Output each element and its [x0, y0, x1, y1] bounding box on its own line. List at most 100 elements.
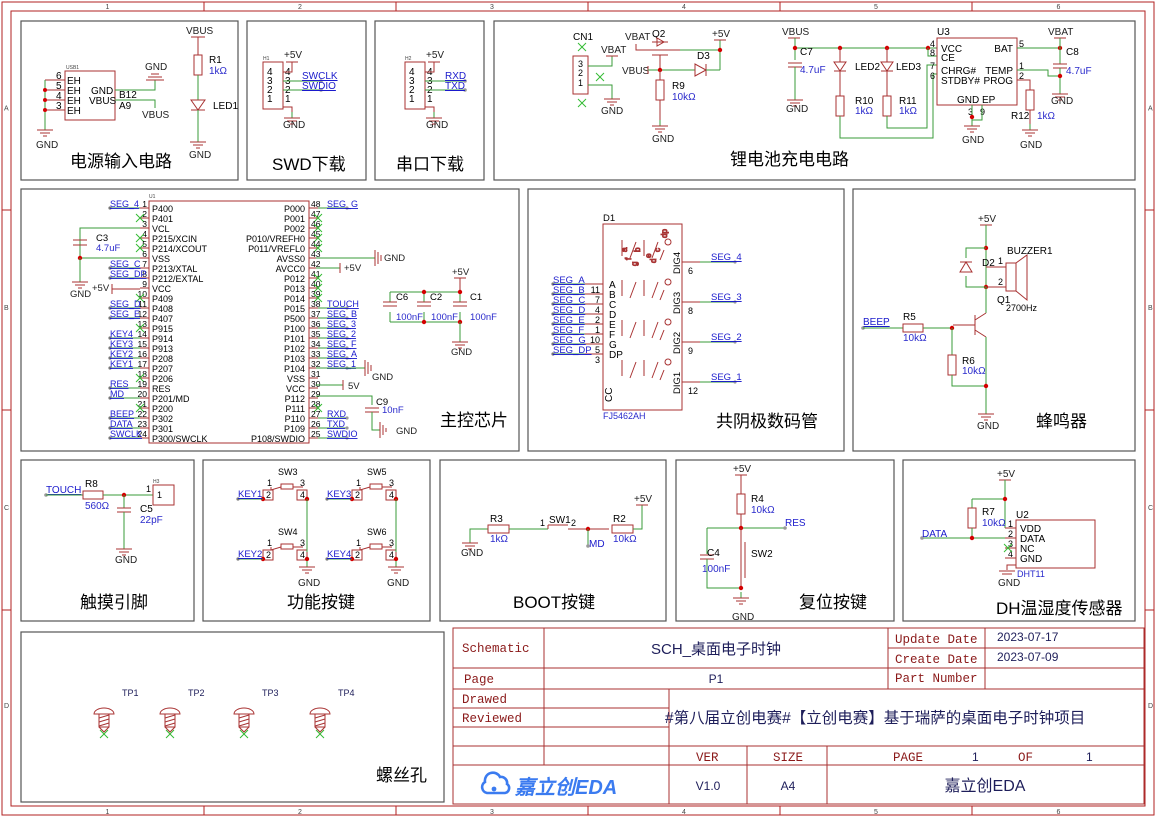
net-label: SEG_2: [327, 329, 356, 339]
net-label: RES: [110, 379, 129, 389]
u3-pin-num: 6: [930, 71, 935, 81]
svg-text:+5V: +5V: [426, 50, 444, 61]
mcu-pin-name: P500: [284, 314, 305, 324]
mcu-pin-name: P409: [152, 294, 173, 304]
svg-text:DHT11: DHT11: [1017, 569, 1045, 579]
mcu-pin-name: P200: [152, 404, 173, 414]
frame-col-label: 2: [298, 4, 302, 11]
section-title: 锂电池充电电路: [730, 150, 849, 169]
u3-pin-num: 3: [968, 107, 973, 117]
u3-pin-num: 7: [930, 61, 935, 71]
mcu-pin-num: 45: [311, 229, 321, 239]
frame-col-label: 5: [874, 809, 878, 816]
dht-pin-num: 1: [1008, 519, 1013, 529]
frame-col-label: 4: [682, 4, 686, 11]
display-pin-num: 9: [688, 346, 693, 356]
svg-text:R8: R8: [85, 479, 98, 490]
section-display: [527, 188, 845, 452]
svg-text:FJ5462AH: FJ5462AH: [603, 411, 646, 421]
section-title: BOOT按键: [513, 593, 595, 612]
svg-text:GND: GND: [962, 135, 984, 146]
u3-pin-name: CHRG#: [941, 66, 976, 77]
net-label: TXD: [327, 419, 346, 429]
switch-pin: 2: [266, 490, 271, 500]
section-boot: [439, 459, 667, 622]
section-screws: [20, 631, 445, 803]
net-label: SEG_E: [553, 315, 585, 326]
mcu-pin-name: P401: [152, 214, 173, 224]
frame-row-label: D: [4, 703, 9, 710]
jlc-eda-logo: 嘉立创EDA: [480, 771, 617, 799]
mcu-pin-name: P015: [284, 304, 305, 314]
mcu-pin-name: P002: [284, 224, 305, 234]
net-label: SEG_D: [553, 305, 585, 316]
svg-text:U3: U3: [937, 27, 950, 38]
swd-header-circuit: H1 44332211 +5V SWCLK SWDIO GND SWD下载: [262, 50, 346, 174]
gnd-label: GND: [145, 62, 167, 73]
switch-pin: 1: [356, 478, 361, 488]
mcu-pin-num: 3: [142, 219, 147, 229]
svg-text:10nF: 10nF: [382, 405, 404, 416]
page-value: P1: [709, 672, 724, 686]
u3-pin-num: 4: [930, 39, 935, 49]
mcu-pin-num: 10: [138, 289, 148, 299]
mcu-pin-num: 11: [138, 299, 147, 309]
section-title: 主控芯片: [440, 411, 508, 430]
mcu-pin-name: P012: [284, 274, 305, 284]
svg-text:VBUS: VBUS: [782, 27, 810, 38]
svg-text:1kΩ: 1kΩ: [1037, 111, 1056, 122]
mcu-pin-name: VCL: [152, 224, 170, 234]
svg-text:VBAT: VBAT: [1048, 27, 1073, 38]
svg-text:R3: R3: [490, 514, 503, 525]
of-value: 1: [1086, 750, 1093, 764]
net-label: SEG_B: [553, 285, 585, 296]
project-description: #第八届立创电赛#【立创电赛】基于瑞萨的桌面电子时钟项目: [665, 708, 1085, 727]
svg-text:1kΩ: 1kΩ: [899, 106, 918, 117]
svg-text:1: 1: [157, 490, 162, 500]
mcu-pin-num: 42: [311, 259, 321, 269]
frame-row-label: C: [1148, 505, 1153, 512]
seven-segment-display: [602, 223, 683, 411]
net-label: SEG_G: [327, 199, 358, 209]
svg-text:GND: GND: [298, 578, 320, 589]
gnd-label: GND: [36, 140, 58, 151]
usb-pin-num: B12: [119, 90, 137, 101]
frame-row-label: B: [1148, 305, 1153, 312]
size-value: A4: [781, 779, 796, 793]
mcu-pin-name: P111: [285, 404, 305, 414]
svg-text:+5V: +5V: [92, 283, 110, 294]
svg-text:GND: GND: [1051, 96, 1073, 107]
mcu-pin-name: P112: [285, 394, 305, 404]
svg-text:D3: D3: [697, 51, 710, 62]
segment-letter: g: [630, 262, 639, 266]
net-label: SEG_4: [711, 252, 742, 263]
svg-text:4.7uF: 4.7uF: [1066, 66, 1092, 77]
svg-text:+5V: +5V: [997, 469, 1015, 480]
svg-text:H2: H2: [405, 56, 412, 62]
mcu-pin-name: VSS: [287, 374, 305, 384]
screw-hole-icon: [233, 707, 255, 739]
ver-label: VER: [696, 751, 719, 765]
section-charger: [493, 20, 1136, 181]
section-swd: [246, 20, 367, 181]
segment-letter: dp: [660, 229, 669, 238]
mcu-pin-name: P913: [152, 344, 173, 354]
dht-pin-name: VDD: [1020, 524, 1041, 535]
svg-text:GND: GND: [115, 555, 137, 566]
mcu-pin-num: 39: [311, 289, 321, 299]
svg-text:2700Hz: 2700Hz: [1006, 303, 1038, 313]
svg-text:GND: GND: [652, 134, 674, 145]
svg-text:2: 2: [998, 277, 1003, 287]
section-power-input: [20, 20, 239, 181]
section-mcu: [20, 188, 520, 452]
display-pin-name: DP: [609, 350, 623, 361]
header-pin-label: 4: [409, 67, 415, 78]
mcu-pin-name: P208: [152, 354, 173, 364]
usb-pin-gnd: GND: [91, 86, 113, 97]
mcu-pin-name: AVCC0: [276, 264, 305, 274]
mcu-pin-name: P300/SWCLK: [152, 434, 208, 444]
header-pin-num: 1: [427, 94, 433, 105]
net-res: RES: [785, 518, 806, 529]
net-label: KEY1: [110, 359, 133, 369]
segment-letter: b: [633, 247, 642, 252]
